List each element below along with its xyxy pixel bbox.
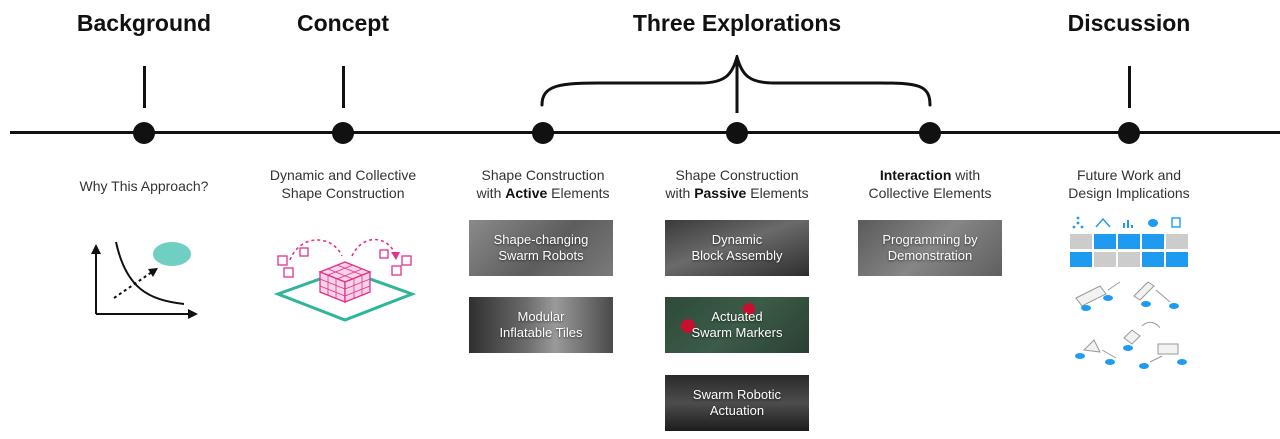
red-marker-icon [681, 319, 695, 333]
stage-discussion-label: Future Work and Design Implications [1068, 167, 1190, 201]
stage-background-label: Why This Approach? [79, 178, 209, 194]
heading-three-explorations: Three Explorations [632, 10, 842, 36]
connector-concept [342, 66, 345, 108]
stage-concept-label: Dynamic and Collective Shape Constructio… [269, 167, 417, 201]
timeline-line [10, 131, 1280, 134]
design-implications-grid-icon [1070, 214, 1190, 374]
timeline-node-active [532, 122, 554, 144]
heading-concept: Concept [297, 10, 389, 36]
red-marker-icon [743, 303, 755, 315]
explorations-brace [540, 55, 932, 113]
timeline-node-discussion [1118, 122, 1140, 144]
timeline-node-background [133, 122, 155, 144]
timeline-node-concept [332, 122, 354, 144]
stage-active-label: Shape Construction with Active Elements [476, 167, 610, 201]
heading-background: Background [76, 10, 212, 36]
connector-background [143, 66, 146, 108]
timeline-node-interaction [919, 122, 941, 144]
interaction-sketches [1075, 281, 1187, 369]
shape-construction-cube-icon [273, 238, 417, 322]
stage-passive-label: Shape Construction with Passive Elements [665, 167, 809, 201]
stage-interaction-label: Interaction with Collective Elements [868, 167, 992, 201]
connector-discussion [1128, 66, 1131, 108]
pattern-icons-row [1072, 216, 1181, 229]
implication-matrix [1070, 234, 1188, 267]
timeline-node-passive [726, 122, 748, 144]
heading-discussion: Discussion [1067, 10, 1191, 36]
tradeoff-curve-icon [91, 241, 198, 319]
